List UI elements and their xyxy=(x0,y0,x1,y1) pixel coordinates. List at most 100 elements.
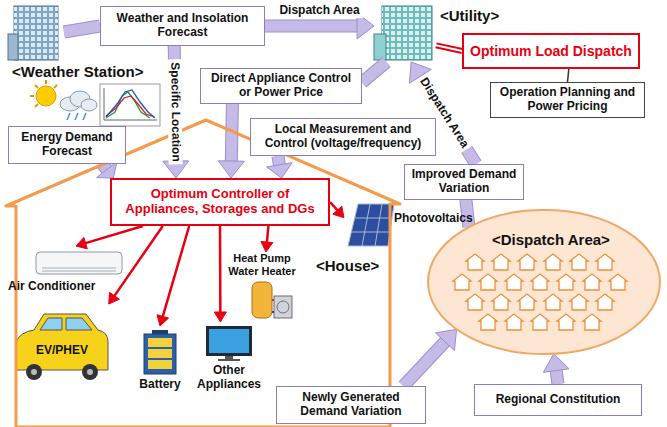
small-house xyxy=(466,294,484,310)
small-house xyxy=(505,314,523,330)
weather-station-building xyxy=(8,6,58,60)
other-appliances-label: Other Appliances xyxy=(186,364,272,392)
small-house xyxy=(518,294,536,310)
connector xyxy=(362,62,386,82)
connector-line xyxy=(219,226,222,313)
forecast-chart xyxy=(100,84,160,126)
connector-line xyxy=(85,226,143,243)
improved-variation-box: Improved Demand Variation xyxy=(404,164,524,200)
ev-phev-text: EV/PHEV xyxy=(12,344,112,358)
connector-line xyxy=(163,226,190,317)
measurement-box-text: Local Measurement and Control (voltage/f… xyxy=(257,123,429,151)
connector-line xyxy=(267,226,269,243)
battery-icon xyxy=(144,330,176,374)
air-conditioner: Air Conditioner xyxy=(4,246,124,300)
connector xyxy=(543,354,569,384)
battery-text: Battery xyxy=(130,378,190,392)
small-house xyxy=(453,274,471,290)
connector-line xyxy=(556,370,558,384)
arrowhead xyxy=(109,292,120,304)
connector-line xyxy=(404,341,446,386)
ev-phev: EV/PHEV xyxy=(12,304,112,390)
small-house xyxy=(492,294,510,310)
arrowhead xyxy=(261,241,273,252)
connector-line xyxy=(362,62,386,82)
house: <House>Optimum Controller of Appliances,… xyxy=(10,118,402,427)
edge-label: Dispatch Area xyxy=(276,4,362,18)
other-appliances: Other Appliances xyxy=(186,322,272,394)
photovoltaics-label: Photovoltaics xyxy=(394,212,473,226)
connector-line xyxy=(436,45,462,51)
planning-box: Operation Planning and Power Pricing xyxy=(490,82,645,118)
utility-building xyxy=(374,6,432,60)
forecast-box: Weather and Insolation Forecast xyxy=(100,6,265,46)
air-conditioner-text: Air Conditioner xyxy=(8,280,95,294)
small-house xyxy=(505,274,523,290)
utility-label: <Utility> xyxy=(440,8,499,25)
small-house xyxy=(596,294,614,310)
connector-line xyxy=(404,341,446,386)
connector xyxy=(109,226,163,304)
connector-line xyxy=(231,104,232,162)
small-house xyxy=(557,314,575,330)
dispatch-area: <Dispatch Area> xyxy=(426,208,662,356)
connector-line xyxy=(556,370,558,384)
connector xyxy=(76,226,143,249)
arrowhead xyxy=(157,315,169,326)
weather-icons xyxy=(30,80,97,120)
small-house xyxy=(531,274,549,290)
connector xyxy=(267,156,293,178)
connector-line xyxy=(265,21,358,32)
small-house xyxy=(557,274,575,290)
connector-line xyxy=(265,20,358,33)
arrowhead xyxy=(543,354,569,373)
connector xyxy=(157,226,189,326)
heat-pump-water-heater: Heat Pump Water Heater xyxy=(222,252,302,320)
small-house xyxy=(583,274,601,290)
house-label: <House> xyxy=(316,258,379,275)
heat-pump-water-heater-text: Heat Pump Water Heater xyxy=(222,252,302,277)
small-house xyxy=(479,274,497,290)
control-box: Direct Appliance Control or Power Price xyxy=(200,68,362,104)
air-conditioner-label: Air Conditioner xyxy=(8,280,95,294)
dispatch-area-text: <Dispatch Area> xyxy=(492,232,610,249)
arrowhead xyxy=(218,161,244,178)
arrowhead xyxy=(435,329,456,350)
battery: Battery xyxy=(130,326,190,396)
arrowhead xyxy=(267,163,293,178)
connector xyxy=(404,329,457,386)
planning-box-text: Operation Planning and Power Pricing xyxy=(497,86,638,114)
connector-line xyxy=(231,104,232,162)
area-ellipse xyxy=(428,210,660,354)
connector xyxy=(568,69,569,82)
measurement-box: Local Measurement and Control (voltage/f… xyxy=(250,118,436,156)
edge-label-holder: Dispatch Area xyxy=(276,4,362,18)
connector-line xyxy=(64,26,100,32)
small-house xyxy=(570,254,588,270)
small-house xyxy=(466,254,484,270)
connector xyxy=(214,226,226,322)
small-house xyxy=(609,274,627,290)
dispatch-box-text: Optimum Load Dispatch xyxy=(470,43,632,59)
heat-pump-icon xyxy=(252,282,292,318)
utility: <Utility> xyxy=(374,2,436,62)
utility-text: <Utility> xyxy=(440,8,499,25)
small-house xyxy=(479,314,497,330)
small-house xyxy=(596,254,614,270)
dispatch-area-label: <Dispatch Area> xyxy=(492,232,610,249)
connector-line xyxy=(436,45,462,51)
dispatch-box: Optimum Load Dispatch xyxy=(462,33,640,69)
arrowhead xyxy=(76,237,87,248)
region-box-text: Regional Constitution xyxy=(496,393,621,407)
small-house xyxy=(492,254,510,270)
control-box-text: Direct Appliance Control or Power Price xyxy=(207,72,355,100)
connector-line xyxy=(362,62,386,82)
small-house xyxy=(544,294,562,310)
connector xyxy=(261,226,273,252)
weather-station-text: <Weather Station> xyxy=(12,64,143,81)
house-text: <House> xyxy=(316,258,379,275)
air-conditioner-icon xyxy=(36,252,122,274)
edge-label: Specific Location xyxy=(168,59,183,165)
weather-station-label: <Weather Station> xyxy=(12,64,143,81)
